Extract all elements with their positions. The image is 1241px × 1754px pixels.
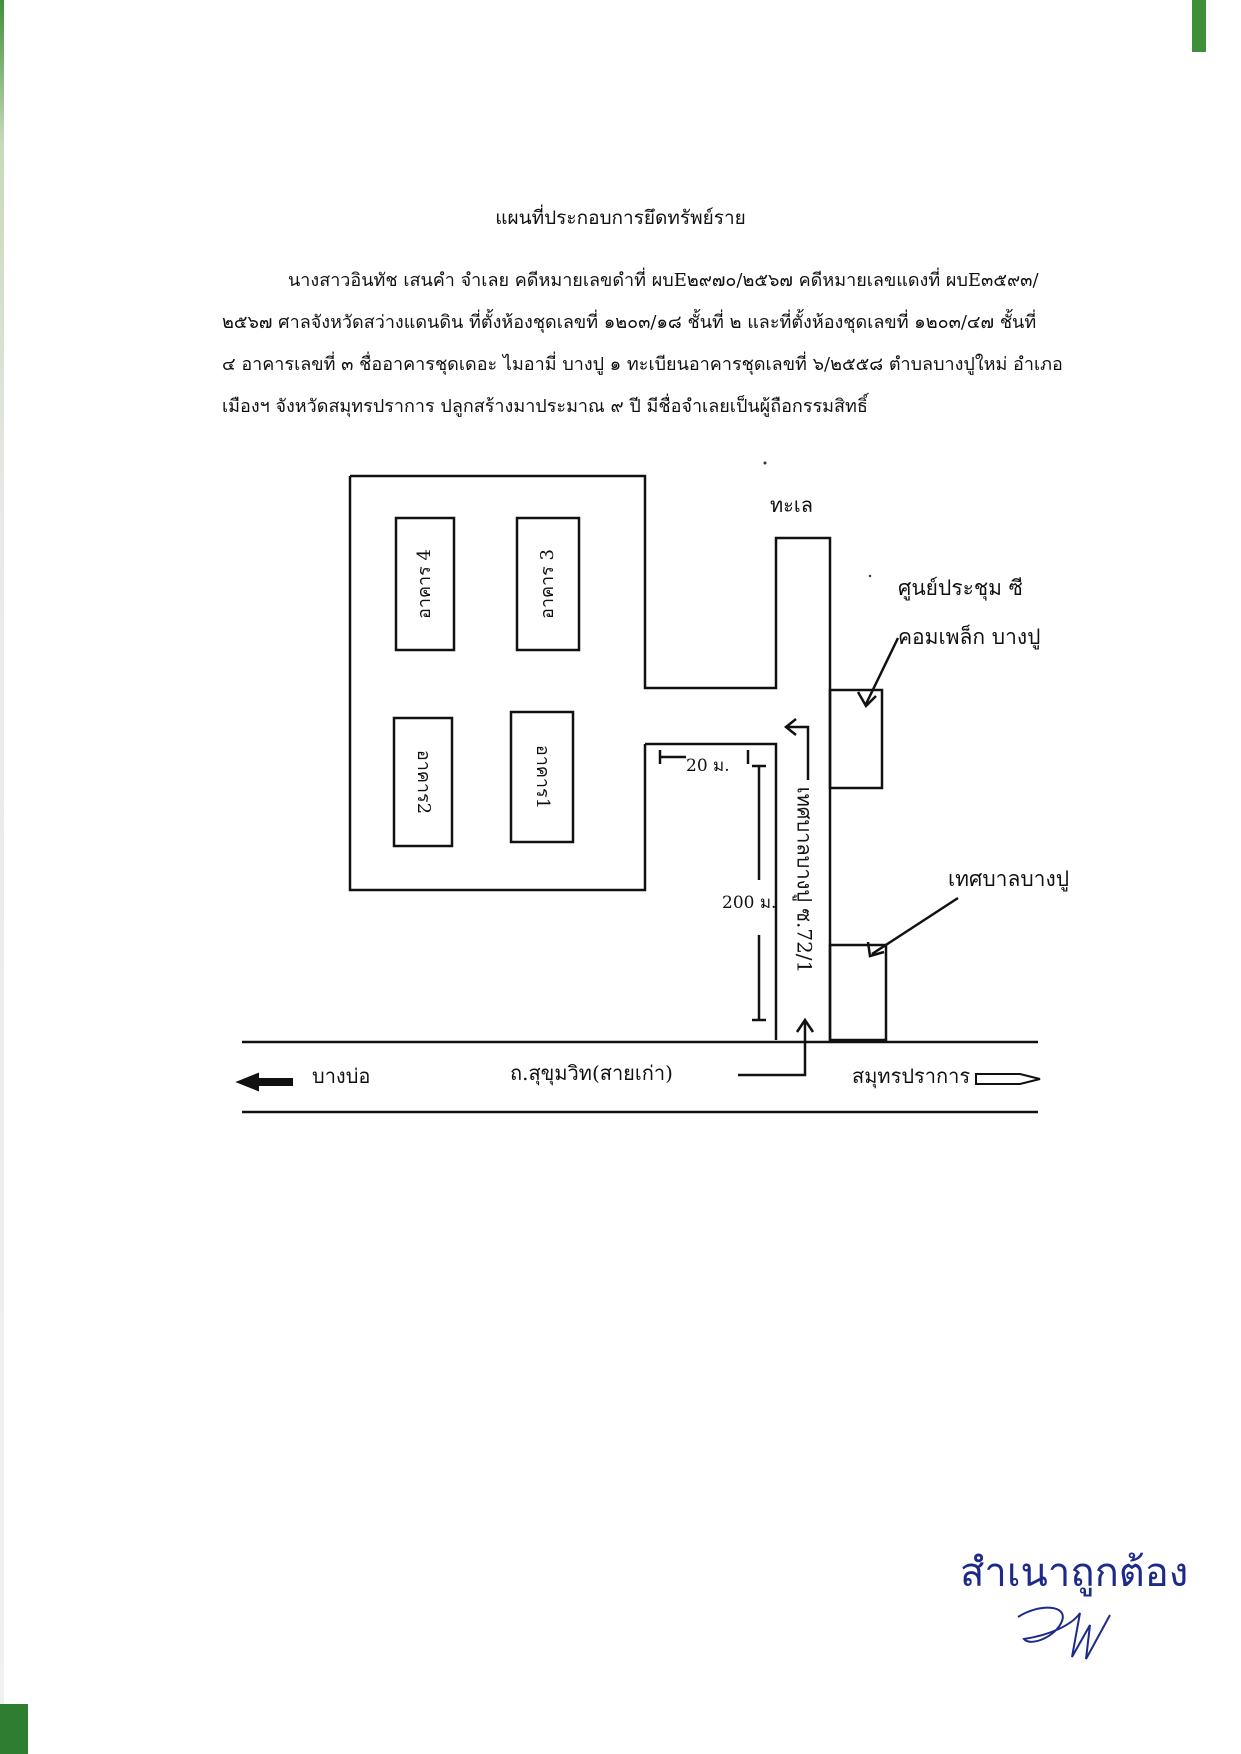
paragraph-line-3: ๔ อาคารเลขที่ ๓ ชื่ออาคารชุดเดอะ ไมอามี่…	[222, 354, 1063, 375]
municipality-label: เทศบาลบางปู	[948, 867, 1069, 892]
compound-outline	[348, 474, 832, 1040]
building-1-label: อาคาร1	[532, 745, 553, 809]
building-1-box	[509, 710, 575, 844]
building-3-label: อาคาร 3	[537, 549, 558, 619]
side-road-label: เทศบาลบางปู ซ.72/1	[792, 787, 817, 973]
signature-mark	[1017, 1606, 1111, 1660]
paragraph-line-1: นางสาวอินทัช เสนคำ จำเลย คดีหมายเลขดำที่…	[288, 270, 1039, 291]
arrow-left	[235, 1072, 293, 1092]
dim-width-label: 20 ม.	[686, 756, 730, 776]
convention-center-box	[828, 688, 884, 790]
document-title: แผนที่ประกอบการยึดทรัพย์ราย	[495, 207, 746, 229]
convention-center-label-2: คอมเพล็ก บางปู	[898, 623, 1041, 650]
route-arrow-in	[738, 1017, 815, 1077]
top-right-green-tab	[1192, 0, 1206, 52]
paragraph-line-4: เมืองฯ จังหวัดสมุทรปราการ ปลูกสร้างมาประ…	[222, 396, 868, 417]
left-edge-strip	[0, 0, 4, 1754]
main-road-label: ถ.สุขุมวิท(สายเก่า)	[510, 1061, 673, 1086]
convention-pointer	[856, 637, 900, 709]
dim-length-label: 200 ม.	[722, 893, 776, 913]
convention-center-label-1: ศูนย์ประชุม ซี	[898, 576, 1023, 601]
building-2-label: อาคาร2	[413, 750, 434, 814]
scan-dot	[868, 574, 872, 578]
document-paragraph: นางสาวอินทัช เสนคำ จำเลย คดีหมายเลขดำที่…	[222, 260, 1063, 428]
direction-right-label: สมุทรปราการ	[852, 1064, 970, 1089]
building-3-box	[515, 516, 581, 652]
certified-copy-stamp: สำเนาถูกต้อง	[960, 1550, 1189, 1596]
paragraph-line-2: ๒๕๖๗ ศาลจังหวัดสว่างแดนดิน ที่ตั้งห้องชุ…	[222, 312, 1037, 333]
scan-dot	[763, 461, 767, 465]
route-arrow-north	[783, 718, 810, 780]
municipality-pointer	[866, 896, 959, 958]
building-4-box	[394, 516, 456, 652]
direction-left-label: บางบ่อ	[312, 1064, 370, 1088]
sea-label: ทะเล	[770, 493, 813, 517]
building-4-label: อาคาร 4	[414, 549, 435, 619]
municipality-box	[828, 943, 888, 1042]
bottom-left-green-tab	[0, 1704, 28, 1754]
arrow-right	[975, 1073, 1041, 1085]
building-2-box	[392, 716, 454, 848]
